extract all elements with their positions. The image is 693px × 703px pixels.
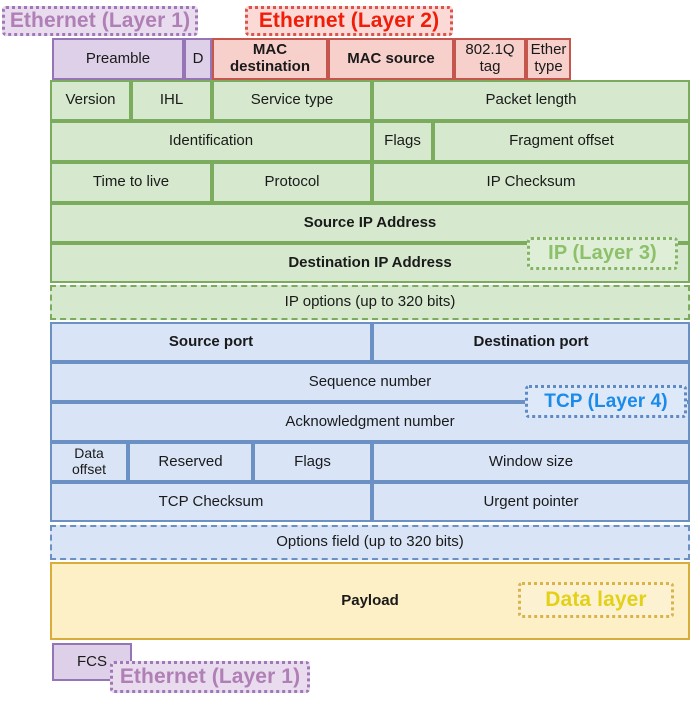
field-service-type: Service type: [212, 80, 372, 121]
field-service-type-label: Service type: [250, 91, 334, 109]
field-identification-label: Identification: [168, 132, 254, 150]
field-destination-port-label: Destination port: [473, 332, 589, 350]
field-ihl: IHL: [131, 80, 212, 121]
field-packet-length: Packet length: [372, 80, 690, 121]
field-source-ip-address-label: Source IP Address: [303, 213, 437, 231]
field-ethertype-label: Ether type: [530, 41, 567, 75]
field-tcp-options-label: Options field (up to 320 bits): [276, 533, 464, 551]
badge-tcp-layer-4-label: TCP (Layer 4): [544, 390, 668, 412]
field-data-offset-label: Data offset: [72, 445, 106, 477]
field-protocol-label: Protocol: [264, 173, 320, 191]
field-flags-tcp: Flags: [253, 442, 372, 482]
field-tcp-checksum-label: TCP Checksum: [158, 492, 264, 510]
field-destination-port: Destination port: [372, 322, 690, 362]
field-fcs-label: FCS: [77, 652, 107, 670]
field-ihl-label: IHL: [159, 91, 184, 109]
field-flags-tcp-label: Flags: [294, 452, 331, 470]
field-fragment-offset: Fragment offset: [433, 121, 690, 162]
field-acknowledgment-number-label: Acknowledgment number: [285, 412, 455, 430]
badge-ethernet-layer-2-label: Ethernet (Layer 2): [258, 9, 440, 32]
field-ip-checksum: IP Checksum: [372, 162, 690, 203]
field-fragment-offset-label: Fragment offset: [509, 132, 614, 150]
field-mac-source: MAC source: [328, 38, 454, 80]
field-flags-ip: Flags: [372, 121, 433, 162]
field-identification: Identification: [50, 121, 372, 162]
field-preamble-label: Preamble: [85, 49, 151, 67]
field-mac-source-label: MAC source: [347, 49, 435, 67]
field-tcp-checksum: TCP Checksum: [50, 482, 372, 522]
badge-data-layer: Data layer: [518, 582, 674, 618]
field-flags-ip-label: Flags: [384, 132, 421, 150]
field-mac-destination-label: MAC destination: [229, 41, 310, 75]
field-reserved-label: Reserved: [158, 452, 223, 470]
badge-ip-layer-3-label: IP (Layer 3): [548, 242, 657, 264]
field-time-to-live-label: Time to live: [92, 173, 170, 191]
field-payload-label: Payload: [341, 591, 399, 609]
field-vlan-tag: 802.1Q tag: [454, 38, 526, 80]
badge-ethernet-layer-2: Ethernet (Layer 2): [245, 6, 453, 36]
field-source-ip-address: Source IP Address: [50, 203, 690, 243]
badge-ethernet-layer-1-bottom: Ethernet (Layer 1): [110, 661, 310, 693]
field-window-size-label: Window size: [488, 452, 574, 470]
field-ip-checksum-label: IP Checksum: [486, 173, 576, 191]
badge-ip-layer-3: IP (Layer 3): [527, 237, 678, 270]
field-mac-destination: MAC destination: [212, 38, 328, 80]
field-window-size: Window size: [372, 442, 690, 482]
field-urgent-pointer-label: Urgent pointer: [483, 492, 579, 510]
field-sequence-number-label: Sequence number: [308, 372, 432, 390]
field-sfd: D: [184, 38, 212, 80]
badge-ethernet-layer-1-top: Ethernet (Layer 1): [2, 6, 198, 36]
field-packet-length-label: Packet length: [485, 91, 577, 109]
field-version: Version: [50, 80, 131, 121]
field-ip-options-label: IP options (up to 320 bits): [284, 293, 456, 311]
field-version-label: Version: [65, 91, 116, 109]
field-ethertype: Ether type: [526, 38, 571, 80]
badge-tcp-layer-4: TCP (Layer 4): [525, 385, 687, 418]
badge-ethernet-layer-1-top-label: Ethernet (Layer 1): [9, 9, 191, 32]
field-data-offset: Data offset: [50, 442, 128, 482]
field-ip-options: IP options (up to 320 bits): [50, 285, 690, 320]
field-sfd-label: D: [192, 49, 204, 67]
field-urgent-pointer: Urgent pointer: [372, 482, 690, 522]
field-source-port-label: Source port: [168, 332, 254, 350]
field-destination-ip-address-label: Destination IP Address: [288, 253, 452, 271]
field-source-port: Source port: [50, 322, 372, 362]
badge-data-layer-label: Data layer: [545, 588, 647, 611]
field-vlan-tag-label: 802.1Q tag: [465, 41, 515, 75]
badge-ethernet-layer-1-bottom-label: Ethernet (Layer 1): [119, 665, 301, 688]
field-tcp-options: Options field (up to 320 bits): [50, 525, 690, 560]
field-reserved: Reserved: [128, 442, 253, 482]
field-time-to-live: Time to live: [50, 162, 212, 203]
field-protocol: Protocol: [212, 162, 372, 203]
field-preamble: Preamble: [52, 38, 184, 80]
